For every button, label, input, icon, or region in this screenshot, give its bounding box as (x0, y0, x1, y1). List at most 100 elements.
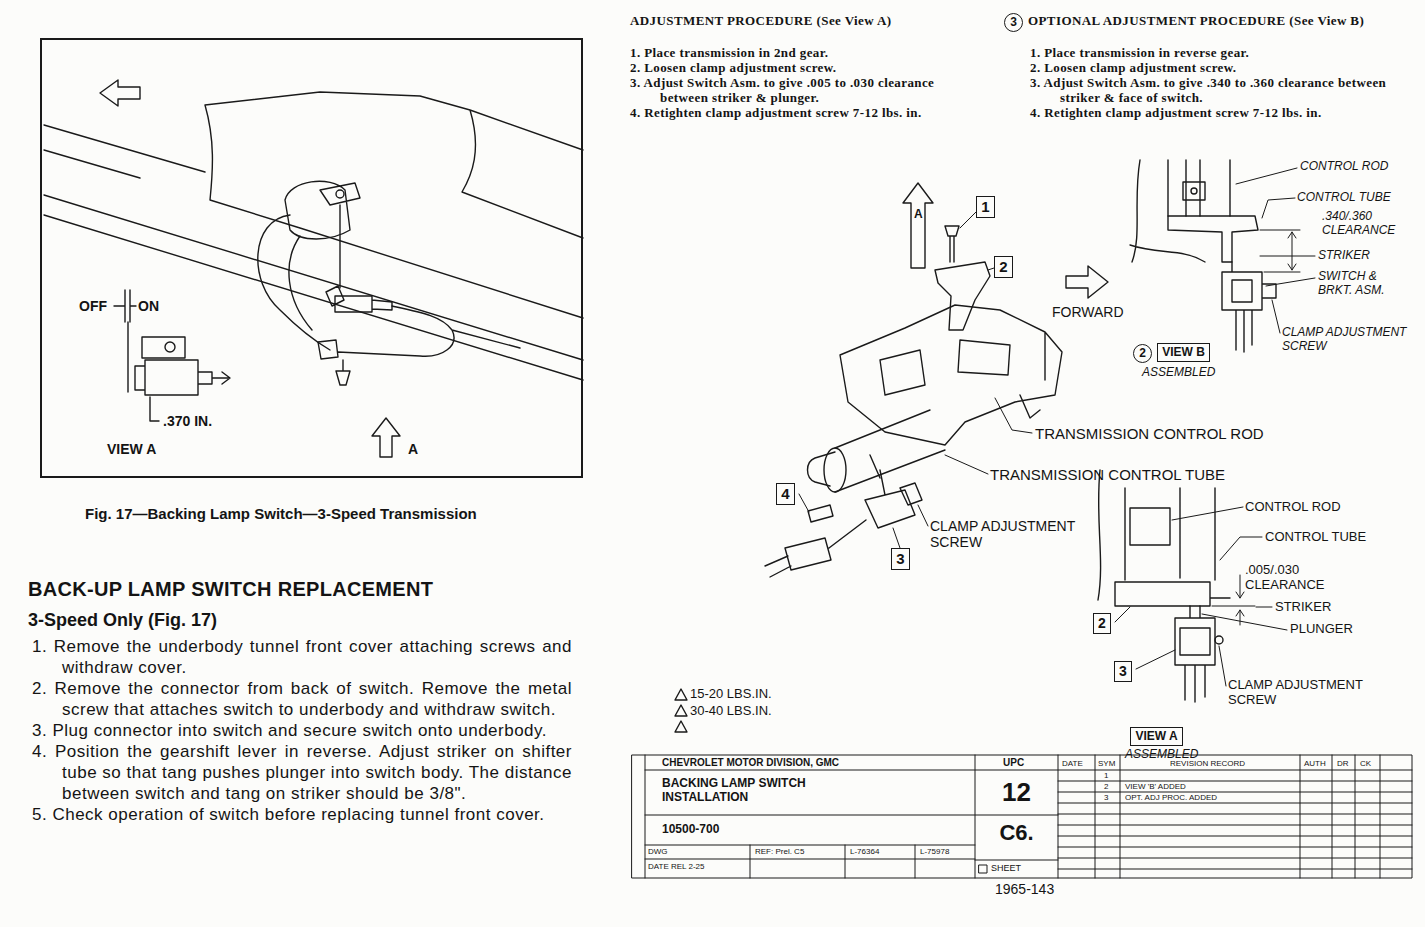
view-b-switch (1222, 262, 1276, 352)
bracket-hole (336, 190, 344, 198)
screw (808, 505, 833, 522)
procedure-step: 1. Place transmission in 2nd gear. (630, 45, 975, 60)
view-caption: VIEW A (107, 441, 156, 457)
part-label: PLUNGER (1290, 622, 1353, 637)
circled-number-text: 3 (1010, 16, 1017, 29)
underbody-panel (44, 92, 583, 380)
title-block-cell: REF: Prel. C5 (755, 847, 804, 856)
shift-housing (840, 305, 1062, 445)
view-a-switch (135, 337, 230, 395)
title-block-cell: C6. (975, 820, 1058, 845)
title-block-cell: CHEVROLET MOTOR DIVISION, GMC (662, 757, 839, 769)
page-number: 1965-143 (995, 881, 1054, 897)
procedure-step: 3. Plug connector into switch and secure… (32, 720, 572, 741)
procedure-step: 4. Retighten clamp adjustment screw 7-12… (630, 105, 975, 120)
figure-frame: OFFON.370 IN.VIEW AA (40, 38, 583, 478)
procedure-step: 3. Adjust Switch Asm. to give .005 to .0… (630, 75, 975, 105)
torque-note: 15-20 LBS.IN. (690, 687, 772, 702)
view-a-clamp-screw (1215, 636, 1223, 644)
title-block-cell: DATE (1062, 759, 1083, 768)
view-b-rod-tube (1168, 160, 1230, 216)
switch-assembly (865, 470, 922, 528)
section-heading: 3-Speed Only (Fig. 17) (28, 610, 217, 631)
part-label: CONTROL TUBE (1297, 191, 1391, 205)
title-block-cell: 2 (1104, 782, 1108, 792)
callout-number: 1 (981, 199, 989, 216)
procedure-step: 4. Position the gearshift lever in rever… (32, 741, 572, 804)
part-label: TRANSMISSION CONTROL ROD (1035, 425, 1264, 442)
callout-number: 2 (999, 259, 1007, 276)
title-block-cell: 3 (1104, 793, 1108, 803)
title-block-cell: SHEET (991, 863, 1021, 873)
procedure-step: 5. Check operation of switch before repl… (32, 804, 572, 825)
title-block-cell: 10500-700 (662, 823, 719, 837)
striker-plate (935, 262, 990, 330)
connector-plug (765, 520, 866, 577)
callout-box: 3 (1114, 661, 1132, 682)
wiring (258, 215, 330, 350)
view-a-hole (165, 342, 175, 352)
procedure-heading: ADJUSTMENT PROCEDURE (See View A) (630, 14, 891, 29)
title-block-cell: REVISION RECORD (1170, 759, 1245, 768)
backing-lamp-switch (326, 286, 392, 312)
part-label: STRIKER (1318, 249, 1370, 263)
circled-number-text: 2 (1139, 347, 1146, 360)
view-b-bolt (1191, 188, 1197, 194)
procedure-step: 1. Remove the underbody tunnel front cov… (32, 636, 572, 678)
direction-arrow (100, 80, 140, 106)
view-box: VIEW A (1130, 727, 1183, 746)
view-letter: A (914, 208, 923, 222)
off-on-indicator (114, 290, 136, 392)
callout-box: 4 (776, 483, 795, 505)
procedure-step: 1. Place transmission in reverse gear. (1030, 45, 1400, 60)
title-block-cell: 12 (975, 778, 1058, 808)
view-arrow (372, 418, 400, 457)
screw (945, 226, 959, 262)
procedure-step: 2. Remove the connector from back of swi… (32, 678, 572, 720)
part-label: CONTROL TUBE (1265, 530, 1366, 545)
callout-number: VIEW A (1135, 730, 1177, 743)
procedure-heading: OPTIONAL ADJUSTMENT PROCEDURE (See View … (1028, 14, 1364, 29)
circled-number: 3 (1004, 13, 1023, 32)
procedure-step: 3. Adjust Switch Asm. to give .340 to .3… (1030, 75, 1400, 105)
title-block-cell: BACKING LAMP SWITCH INSTALLATION (662, 776, 827, 804)
title-block-cell: L-76364 (850, 847, 879, 856)
part-label: TRANSMISSION CONTROL TUBE (990, 466, 1225, 483)
callout-box: 1 (976, 196, 995, 218)
control-tube (808, 410, 946, 492)
callout-number: VIEW B (1162, 346, 1205, 359)
procedure-step: 2. Loosen clamp adjustment screw. (630, 60, 975, 75)
view-b-striker (1168, 216, 1258, 262)
view-a-rod-tube (1098, 470, 1215, 600)
torque-triangle (675, 689, 687, 732)
circled-number: 2 (1133, 344, 1152, 363)
shifter-rod (339, 205, 340, 288)
title-block-cell: AUTH (1304, 759, 1326, 768)
view-caption: ASSEMBLED (1142, 366, 1215, 380)
procedure-step: 4. Retighten clamp adjustment screw 7-12… (1030, 105, 1400, 120)
title-block-cell: CK (1360, 759, 1371, 768)
part-label: CLAMP ADJUSTMENT SCREW (930, 518, 1105, 550)
callout-box: 2 (994, 256, 1013, 278)
part-label: CLAMP ADJUSTMENT SCREW (1282, 326, 1412, 354)
clearance-dimension (1260, 230, 1300, 272)
title-block-cell: L-75978 (920, 847, 949, 856)
leader-line (799, 212, 1032, 548)
title-block-cell: DWG (648, 847, 668, 856)
figure-label: ON (138, 298, 159, 314)
part-label: CONTROL ROD (1300, 160, 1388, 174)
callout-number: 2 (1098, 616, 1106, 631)
torque-note: 30-40 LBS.IN. (690, 704, 772, 719)
title-block-cell: DATE REL 2-25 (648, 862, 704, 871)
callout-box: 3 (891, 548, 910, 570)
direction-label: FORWARD (1052, 304, 1124, 320)
title-block-cell: VIEW 'B' ADDED (1125, 782, 1186, 792)
title-block-cell: DR (1337, 759, 1349, 768)
section-title: BACK-UP LAMP SWITCH REPLACEMENT (28, 578, 433, 601)
part-label: CLAMP ADJUSTMENT SCREW (1228, 678, 1393, 708)
figure-caption: Fig. 17—Backing Lamp Switch—3-Speed Tran… (85, 505, 477, 522)
callout-number: 4 (781, 486, 789, 503)
part-label: CONTROL ROD (1245, 500, 1341, 515)
figure-label: .370 IN. (163, 413, 212, 429)
